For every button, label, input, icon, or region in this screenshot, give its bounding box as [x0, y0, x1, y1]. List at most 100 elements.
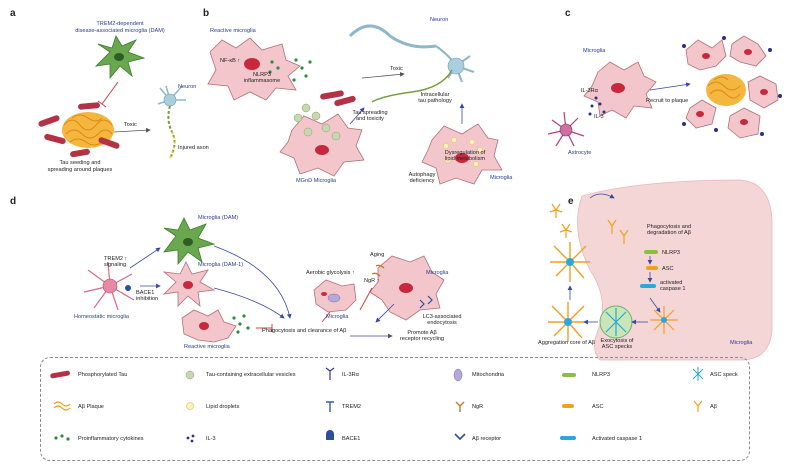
tau-spread-line2: and toxicity: [356, 116, 384, 122]
trem2-line1: TREM2 ↑: [104, 256, 128, 262]
nlrp3-icon: [562, 373, 576, 377]
asc-e-label: ASC: [662, 266, 674, 272]
nfkb-label: NF-κB ↑: [220, 58, 241, 64]
microglia-e-label: Microglia: [730, 340, 753, 346]
caspase1-icon: [560, 436, 576, 440]
intracellular-line2: tau pathology: [418, 98, 452, 104]
legend-ngr: NgR: [472, 404, 484, 410]
legend-asc-speck: ASC speck: [710, 372, 738, 378]
homeostatic-microglia-cell: [83, 261, 135, 311]
il3-icon: [186, 434, 195, 443]
panel-label-e: e: [568, 196, 574, 207]
panel-c-drawing: [547, 35, 782, 147]
casp-e-line1: activated: [660, 280, 683, 286]
trem2-line2: signaling: [104, 262, 127, 268]
panel-label-a: a: [10, 8, 16, 19]
nlrp3-e-label: NLRP3: [662, 250, 681, 256]
autophagy-line1: Autophagy: [408, 172, 436, 178]
legend-bace1: BACE1: [342, 436, 361, 442]
promote-line1: Promote Aβ: [407, 330, 437, 336]
vesicle-icon: [185, 370, 195, 380]
aerobic-label: Aerobic glycolysis ↑: [306, 270, 355, 276]
legend-nlrp3: NLRP3: [592, 372, 611, 378]
exo-line2: ASC specks: [601, 344, 633, 350]
legend-asc: ASC: [592, 404, 604, 410]
microglia-c-label: Microglia: [583, 48, 606, 54]
toxic-a-label: Toxic: [124, 122, 137, 128]
microglia-b-label: Microglia: [490, 175, 513, 181]
tau-spread-line1: Tau spreading: [352, 110, 388, 116]
homeostatic-label: Homeostatic microglia: [74, 314, 130, 320]
neuron-a-label: Neuron: [178, 84, 197, 90]
legend-icons: [50, 367, 704, 443]
legend-cytokines: Proinflammatory cytokines: [78, 436, 144, 442]
dysreg-line2: lipid metabolism: [444, 156, 486, 162]
asc-icon: [562, 404, 574, 408]
mgnd-label: MGnD Microglia: [296, 178, 337, 184]
dam-title-line1: TREM2-dependent: [96, 21, 144, 27]
toxic-b-label: Toxic: [390, 66, 403, 72]
panel-label-d: d: [10, 196, 17, 207]
abeta-aggregate-top: [550, 242, 590, 282]
il3ra-label: IL-3Rα: [581, 88, 598, 94]
legend-caspase1: Activated caspase 1: [592, 436, 643, 442]
dysreg-line1: Dysregulation of: [444, 150, 486, 156]
astrocyte-label: Astrocyte: [568, 150, 592, 156]
phosphorylated-tau-icon: [50, 370, 70, 379]
microglia-dam-label: Microglia (DAM): [198, 215, 239, 221]
lc3-line2: endocytosis: [427, 320, 457, 326]
bace1-icon: [326, 430, 334, 440]
legend-phosphorylated-tau: Phosphorylated Tau: [78, 372, 128, 378]
abeta-icon: [693, 400, 703, 412]
aging-label: Aging: [370, 252, 385, 258]
astrocyte-cell: [547, 111, 585, 147]
panel-d-drawing: [83, 217, 445, 343]
legend-mitochondria: Mitochondria: [472, 372, 505, 378]
abeta-plaque-icon: [53, 401, 71, 411]
legend-vesicles: Tau-containing extracellular vesicles: [206, 372, 296, 378]
ngr-label: NgR ↑: [364, 278, 380, 284]
legend-lipid: Lipid droplets: [206, 404, 240, 410]
nlrp3-line2: inflammasome: [243, 78, 281, 84]
aggregation-label: Aggregation core of Aβ: [538, 340, 596, 346]
il3ra-icon: [325, 367, 335, 380]
neuron-a: [157, 85, 186, 159]
microglia-small-label: Microglia: [326, 314, 349, 320]
mitochondria-icon: [453, 368, 463, 382]
panel-b-drawing: [207, 24, 503, 185]
legend-il3: IL-3: [206, 436, 216, 442]
legend-abeta-receptor: Aβ receptor: [472, 436, 502, 442]
bace1-line2: inhibition: [136, 296, 159, 302]
casp-e-line2: caspase 1: [660, 286, 686, 292]
lipid-droplet-icon: [186, 402, 194, 410]
panel-a-drawing: [38, 35, 186, 159]
panel-label-c: c: [565, 8, 571, 19]
reactive-d-label: Reactive microglia: [184, 344, 230, 350]
ngr-icon: [455, 401, 465, 412]
recruit-label: Recruit to plaque: [646, 98, 689, 104]
abeta-aggregate-bottom: [548, 302, 588, 342]
il3-label: IL-3: [594, 114, 604, 120]
phagocytosis-d-label: Phagocytosis and clearance of Aβ: [262, 328, 347, 334]
abeta-receptor-icon: [454, 433, 466, 441]
injured-axon-label: Injured axon: [178, 145, 209, 151]
reactive-microglia-title: Reactive microglia: [210, 28, 256, 34]
panel-label-b: b: [203, 8, 210, 19]
legend-il3ra: IL-3Rα: [342, 372, 359, 378]
trem2-icon: [326, 401, 334, 412]
promote-line2: receptor recycling: [399, 336, 445, 342]
microglia-right-label: Microglia: [426, 270, 449, 276]
bace1-line1: BACE1: [136, 290, 155, 296]
autophagy-line2: deficiency: [409, 178, 435, 184]
microglia-dam1-label: Microglia (DAM-1): [198, 262, 244, 268]
legend-abeta-plaque: Aβ Plaque: [78, 404, 104, 410]
panel-e-drawing: [548, 179, 773, 361]
legend-box: [40, 357, 750, 461]
tau-seeding-line2: spreading around plaques: [47, 167, 113, 173]
tau-seeding-line1: Tau seeding and: [59, 160, 101, 166]
exo-line1: Exocytosis of: [600, 338, 634, 344]
legend-trem2: TREM2: [342, 404, 361, 410]
phago-e-line1: Phagocytosis and: [646, 224, 692, 230]
cytokine-icon: [54, 434, 70, 441]
dam-title-line2: disease-associated microglia (DAM): [75, 28, 165, 34]
